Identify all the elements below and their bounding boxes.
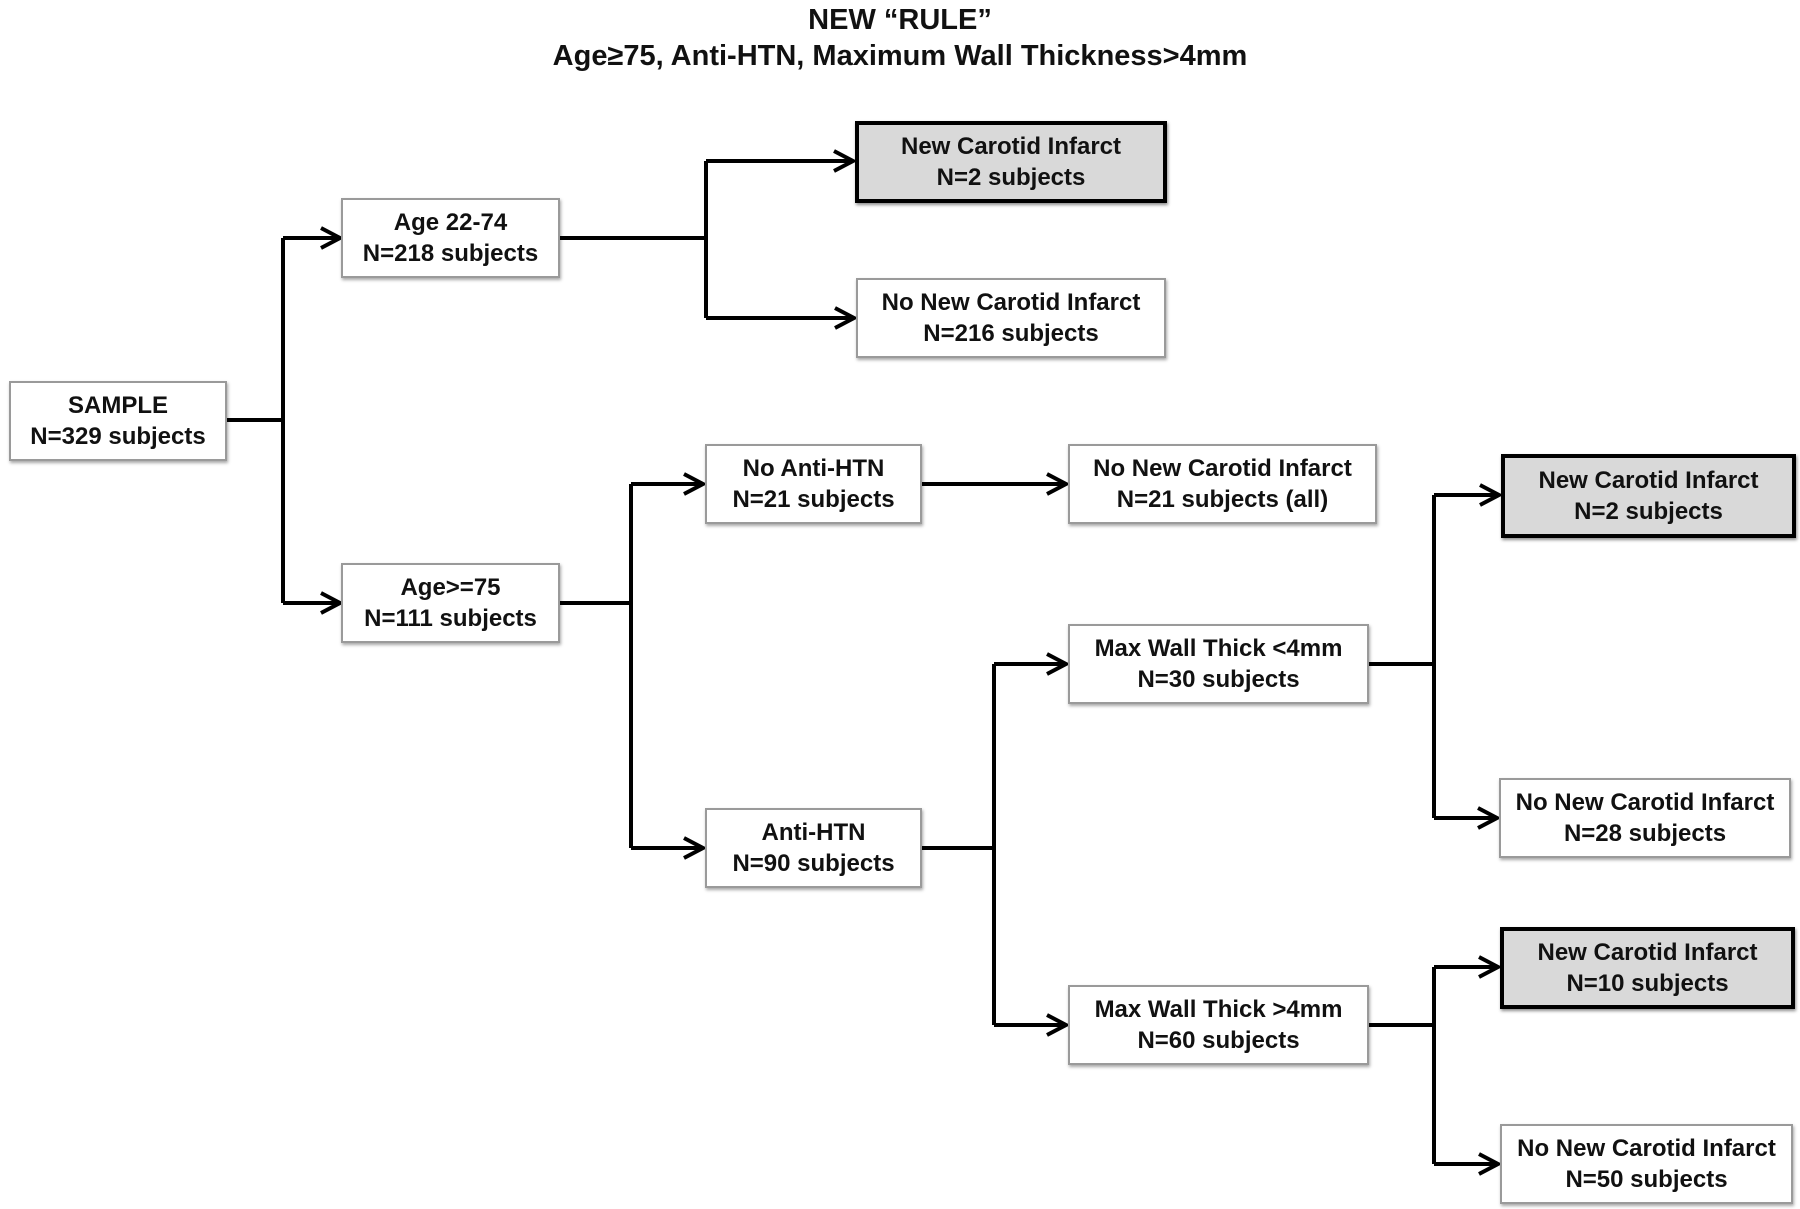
node-wall-gt-4-infarct-count: N=10 subjects xyxy=(1566,970,1729,997)
node-wall-lt-4-no-infarct: No New Carotid Infarct N=28 subjects xyxy=(1499,778,1791,858)
node-wall-lt-4-no-infarct-label: No New Carotid Infarct xyxy=(1515,789,1775,816)
arrowhead-young-infarct xyxy=(833,149,858,173)
node-wall-gt-4-count: N=60 subjects xyxy=(1137,1027,1300,1054)
node-anti-htn-count: N=90 subjects xyxy=(732,850,895,877)
arrowhead-age-ge-75 xyxy=(320,591,345,615)
node-no-anti-htn-no-infarct: No New Carotid Infarct N=21 subjects (al… xyxy=(1068,444,1377,524)
node-wall-lt-4-no-infarct-count: N=28 subjects xyxy=(1563,820,1727,847)
node-age-ge-75-label: Age>=75 xyxy=(400,574,501,601)
arrowhead-age-22-74 xyxy=(320,226,345,250)
node-wall-gt-4: Max Wall Thick >4mm N=60 subjects xyxy=(1068,985,1369,1065)
node-young-infarct: New Carotid Infarct N=2 subjects xyxy=(855,121,1167,203)
diagram-subtitle: Age≥75, Anti-HTN, Maximum Wall Thickness… xyxy=(552,40,1248,72)
node-anti-htn-label: Anti-HTN xyxy=(761,819,866,846)
arrowhead-wall-gt-4-no-infarct xyxy=(1478,1152,1503,1176)
node-young-infarct-count: N=2 subjects xyxy=(936,164,1086,191)
node-sample-label: SAMPLE xyxy=(67,392,168,419)
diagram-title: NEW “RULE” xyxy=(808,4,992,36)
node-age-22-74-label: Age 22-74 xyxy=(393,209,508,236)
node-wall-lt-4-label: Max Wall Thick <4mm xyxy=(1094,635,1343,662)
node-young-infarct-label: New Carotid Infarct xyxy=(900,133,1122,160)
node-wall-lt-4: Max Wall Thick <4mm N=30 subjects xyxy=(1068,624,1369,704)
node-no-anti-htn-label: No Anti-HTN xyxy=(742,455,885,482)
node-age-22-74-count: N=218 subjects xyxy=(362,240,539,267)
node-wall-lt-4-infarct-label: New Carotid Infarct xyxy=(1538,467,1759,494)
node-wall-gt-4-infarct-label: New Carotid Infarct xyxy=(1537,939,1758,966)
arrowhead-wall-gt-4-infarct xyxy=(1478,955,1503,979)
node-young-no-infarct: No New Carotid Infarct N=216 subjects xyxy=(856,278,1166,358)
node-age-ge-75-count: N=111 subjects xyxy=(364,605,537,632)
arrowhead-wall-lt-4-infarct xyxy=(1479,483,1504,507)
node-anti-htn: Anti-HTN N=90 subjects xyxy=(705,808,922,888)
node-wall-gt-4-no-infarct-label: No New Carotid Infarct xyxy=(1517,1135,1776,1162)
node-wall-gt-4-no-infarct-count: N=50 subjects xyxy=(1565,1166,1728,1193)
arrowhead-wall-gt-4 xyxy=(1046,1013,1071,1037)
node-wall-lt-4-count: N=30 subjects xyxy=(1137,666,1300,693)
node-wall-lt-4-infarct-count: N=2 subjects xyxy=(1574,498,1723,525)
arrowhead-young-no-infarct xyxy=(834,306,859,330)
node-no-anti-htn-no-infarct-count: N=21 subjects (all) xyxy=(1116,486,1329,513)
arrowhead-no-anti-htn-outcome xyxy=(1046,472,1071,496)
node-no-anti-htn-count: N=21 subjects xyxy=(732,486,895,513)
arrowhead-anti-htn xyxy=(683,836,708,860)
node-no-anti-htn-no-infarct-label: No New Carotid Infarct xyxy=(1093,455,1352,482)
node-wall-gt-4-infarct: New Carotid Infarct N=10 subjects xyxy=(1500,927,1795,1009)
node-wall-lt-4-infarct: New Carotid Infarct N=2 subjects xyxy=(1501,454,1796,538)
node-young-no-infarct-label: No New Carotid Infarct xyxy=(881,289,1141,316)
arrowhead-wall-lt-4-no-infarct xyxy=(1477,806,1502,830)
node-wall-gt-4-no-infarct: No New Carotid Infarct N=50 subjects xyxy=(1500,1124,1793,1204)
node-sample: SAMPLE N=329 subjects xyxy=(9,381,227,461)
arrowhead-wall-lt-4 xyxy=(1046,652,1071,676)
node-no-anti-htn: No Anti-HTN N=21 subjects xyxy=(705,444,922,524)
node-young-no-infarct-count: N=216 subjects xyxy=(923,320,1099,347)
node-age-ge-75: Age>=75 N=111 subjects xyxy=(341,563,560,643)
arrowhead-no-anti-htn xyxy=(683,472,708,496)
node-sample-count: N=329 subjects xyxy=(30,423,206,450)
node-age-22-74: Age 22-74 N=218 subjects xyxy=(341,198,560,278)
node-wall-gt-4-label: Max Wall Thick >4mm xyxy=(1094,996,1343,1023)
